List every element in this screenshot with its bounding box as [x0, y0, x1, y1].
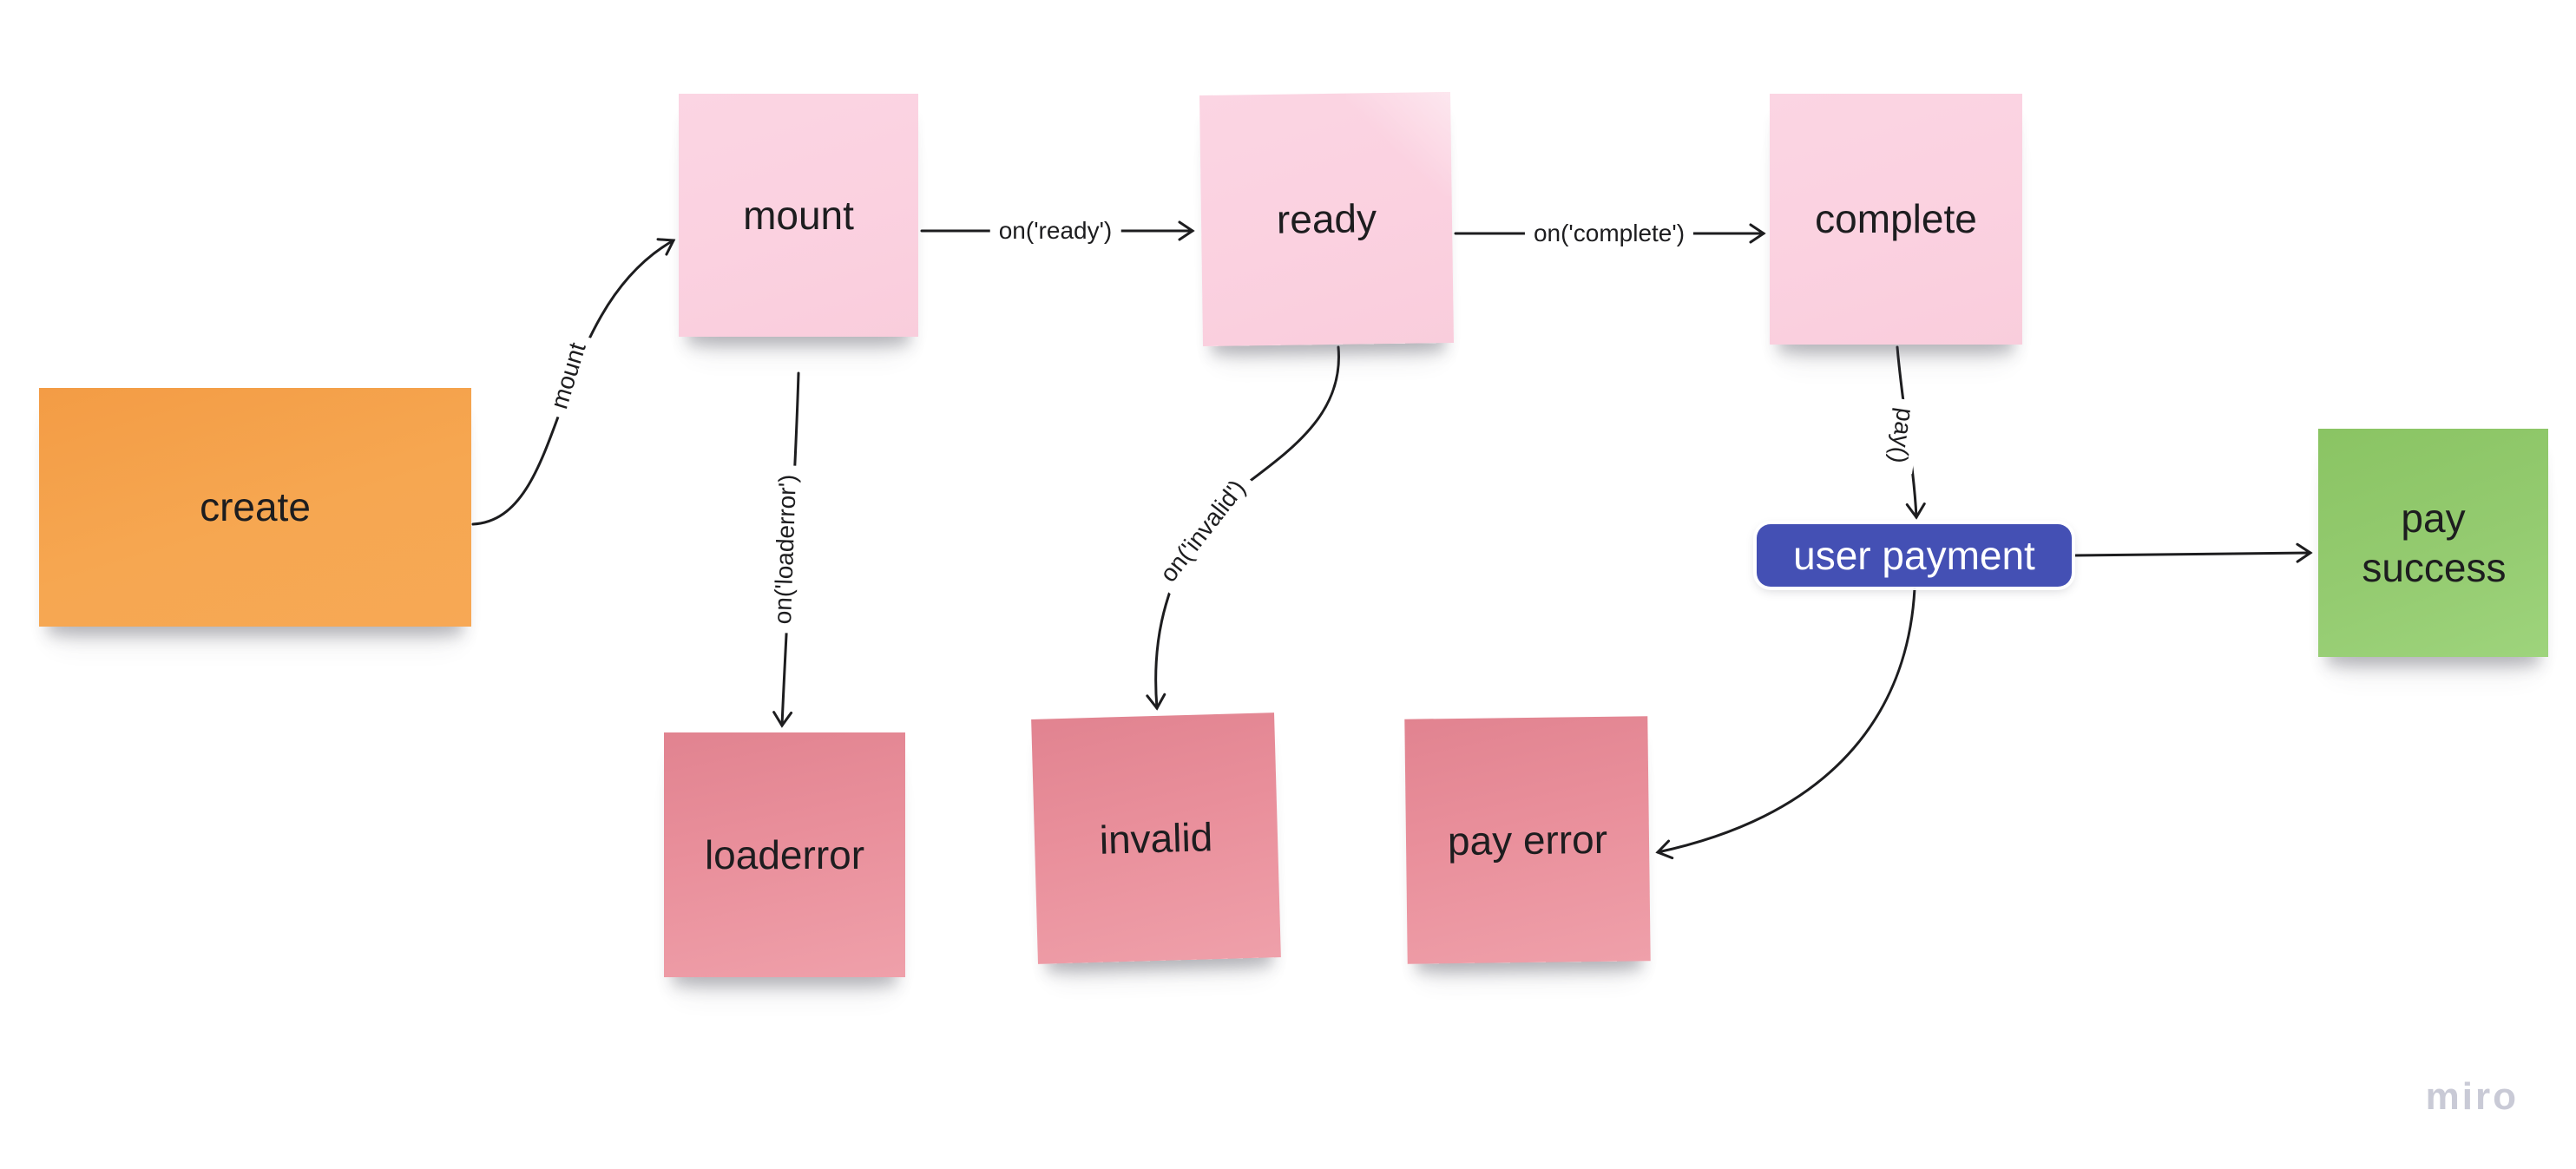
- shape-label: user payment: [1793, 533, 2035, 578]
- note-label: pay success: [2362, 496, 2507, 590]
- note-label: loaderror: [704, 831, 865, 877]
- note-label: invalid: [1099, 814, 1213, 863]
- sticky-note-invalid[interactable]: invalid: [1031, 713, 1281, 964]
- sticky-note-pay-error[interactable]: pay error: [1404, 716, 1651, 964]
- sticky-note-complete[interactable]: complete: [1770, 94, 2022, 345]
- connector-label-on-ready[interactable]: on('ready'): [989, 215, 1121, 246]
- note-label: ready: [1276, 195, 1377, 243]
- sticky-note-pay-success[interactable]: pay success: [2318, 429, 2548, 657]
- sticky-note-ready[interactable]: ready: [1199, 91, 1455, 347]
- connector-userpayment-payerror[interactable]: [1655, 587, 1916, 860]
- connector-label-on-complete[interactable]: on('complete'): [1524, 218, 1694, 249]
- note-label: complete: [1815, 196, 1977, 242]
- sticky-note-mount[interactable]: mount: [679, 94, 918, 337]
- note-label: pay error: [1447, 816, 1608, 864]
- connector-label-on-loaderror[interactable]: on('loaderror'): [766, 465, 805, 634]
- sticky-note-loaderror[interactable]: loaderror: [664, 732, 905, 977]
- connector-userpayment-paysuccess[interactable]: [2073, 542, 2313, 563]
- connector-ready-invalid[interactable]: [1146, 345, 1340, 711]
- note-label: mount: [743, 192, 854, 238]
- note-label: create: [200, 484, 311, 530]
- miro-logo: miro: [2425, 1075, 2519, 1118]
- sticky-note-create[interactable]: create: [39, 388, 471, 627]
- shape-user-payment[interactable]: user payment: [1757, 524, 2072, 587]
